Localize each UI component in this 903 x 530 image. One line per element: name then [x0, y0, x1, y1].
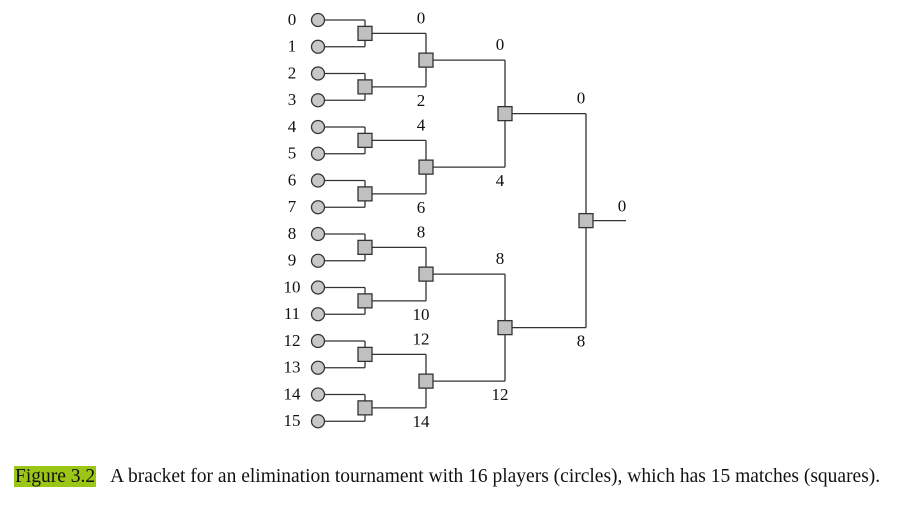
winner-label: 2	[417, 91, 426, 110]
match-square	[357, 346, 373, 363]
match-square	[357, 79, 373, 95]
player-circle	[310, 226, 326, 242]
player-label: 2	[288, 63, 297, 82]
match-square	[357, 293, 373, 309]
champion-label: 0	[618, 197, 627, 216]
figure-caption-text: A bracket for an elimination tournament …	[110, 466, 881, 487]
player-label: 11	[284, 304, 300, 323]
winner-label: 0	[577, 89, 586, 108]
player-label: 0	[288, 10, 297, 29]
winner-label: 8	[417, 222, 426, 241]
winner-label: 10	[413, 305, 430, 324]
player-circle	[310, 12, 326, 28]
winner-label: 14	[413, 412, 431, 431]
match-square	[357, 25, 373, 42]
player-circle	[310, 39, 326, 54]
player-circle	[310, 253, 326, 268]
player-label: 4	[288, 117, 297, 136]
player-circle	[310, 387, 326, 402]
player-circle	[310, 200, 326, 215]
player-circle	[310, 414, 326, 429]
player-label: 5	[288, 144, 297, 163]
player-label: 14	[284, 384, 302, 403]
winner-label: 6	[417, 198, 426, 217]
winner-label: 12	[492, 385, 509, 404]
player-circle	[310, 66, 326, 81]
match-square	[497, 319, 513, 336]
match-square	[357, 186, 373, 202]
player-circle	[310, 360, 326, 375]
player-label: 3	[288, 90, 297, 109]
figure-number-label: Figure 3.2	[14, 466, 97, 487]
winner-label: 8	[577, 332, 586, 351]
player-label: 6	[288, 170, 297, 189]
player-circle	[310, 307, 326, 322]
winner-label: 12	[413, 329, 430, 348]
player-label: 1	[288, 37, 297, 56]
player-label: 8	[288, 224, 297, 243]
winner-label: 0	[496, 35, 505, 54]
player-circle	[310, 93, 326, 108]
player-label: 9	[288, 251, 297, 270]
match-square	[578, 212, 594, 229]
player-circle	[310, 333, 326, 349]
winner-label: 0	[417, 8, 426, 27]
winner-label: 8	[496, 249, 505, 268]
match-square	[497, 105, 513, 122]
winner-label: 4	[496, 171, 505, 190]
player-circle	[310, 280, 326, 295]
match-square	[418, 373, 434, 389]
player-label: 12	[284, 331, 301, 350]
match-square	[418, 52, 434, 68]
player-label: 15	[284, 411, 301, 430]
match-square	[357, 400, 373, 416]
player-label: 10	[284, 277, 301, 296]
player-circle	[310, 119, 326, 135]
match-square	[357, 132, 373, 149]
match-square	[357, 239, 373, 256]
player-circle	[310, 173, 326, 188]
figure-caption: Figure 3.2 A bracket for an elimination t…	[14, 464, 886, 490]
match-square	[418, 159, 434, 175]
winner-label: 4	[417, 115, 426, 134]
player-label: 7	[288, 197, 297, 216]
player-label: 13	[284, 358, 301, 377]
player-circle	[310, 146, 326, 161]
tournament-bracket: 0123456789101112131415024681012140481208…	[284, 8, 627, 431]
match-square	[418, 266, 434, 282]
